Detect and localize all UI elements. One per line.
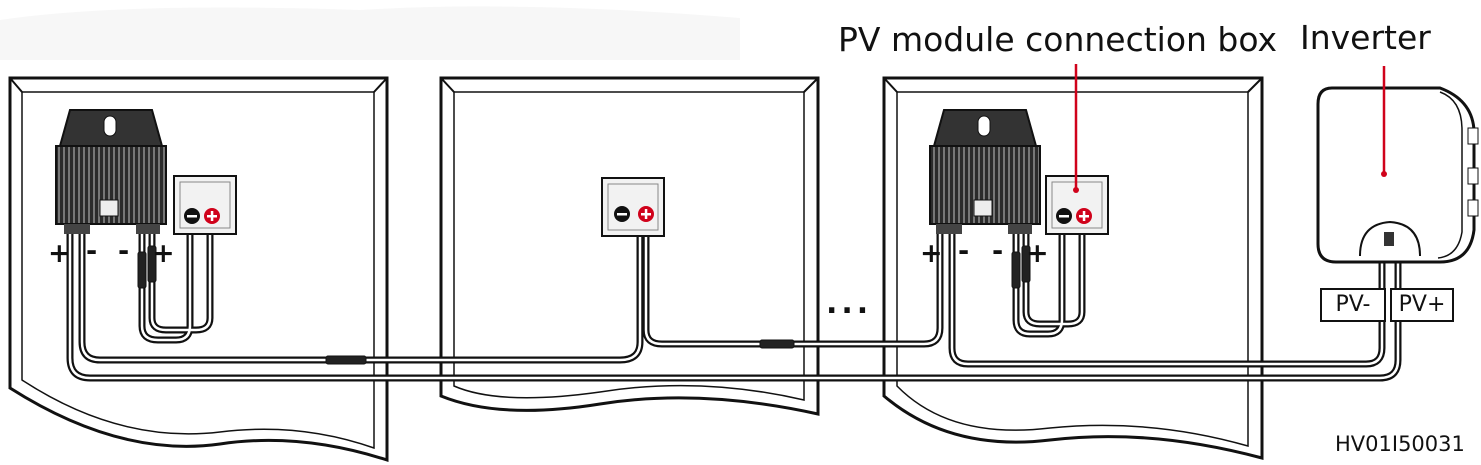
polarity-minus: - xyxy=(118,236,130,267)
label-pointer xyxy=(1073,64,1387,193)
background-smudge xyxy=(0,6,740,61)
inverter-label: Inverter xyxy=(1300,18,1431,57)
connector-icon xyxy=(137,245,1031,365)
pv-plus-port-label: PV+ xyxy=(1390,288,1454,322)
connection-box-label: PV module connection box xyxy=(838,20,1278,59)
polarity-plus: + xyxy=(152,238,175,269)
connection-box-icon xyxy=(173,175,237,235)
polarity-plus: + xyxy=(920,238,943,269)
figure-code: HV01I50031 xyxy=(1335,432,1465,456)
polarity-plus: + xyxy=(1026,238,1049,269)
polarity-minus: - xyxy=(86,236,98,267)
polarity-minus: - xyxy=(992,236,1004,267)
pv-panel-2 xyxy=(439,76,820,416)
optimizer-icon xyxy=(55,109,167,234)
inverter-icon xyxy=(1316,86,1479,264)
polarity-plus: + xyxy=(48,238,71,269)
pv-minus-port-label: PV- xyxy=(1320,288,1386,322)
optimizer-icon xyxy=(929,109,1041,234)
more-panels-ellipsis: ... xyxy=(826,286,873,321)
polarity-minus: - xyxy=(958,236,970,267)
connection-box-icon xyxy=(601,177,665,237)
